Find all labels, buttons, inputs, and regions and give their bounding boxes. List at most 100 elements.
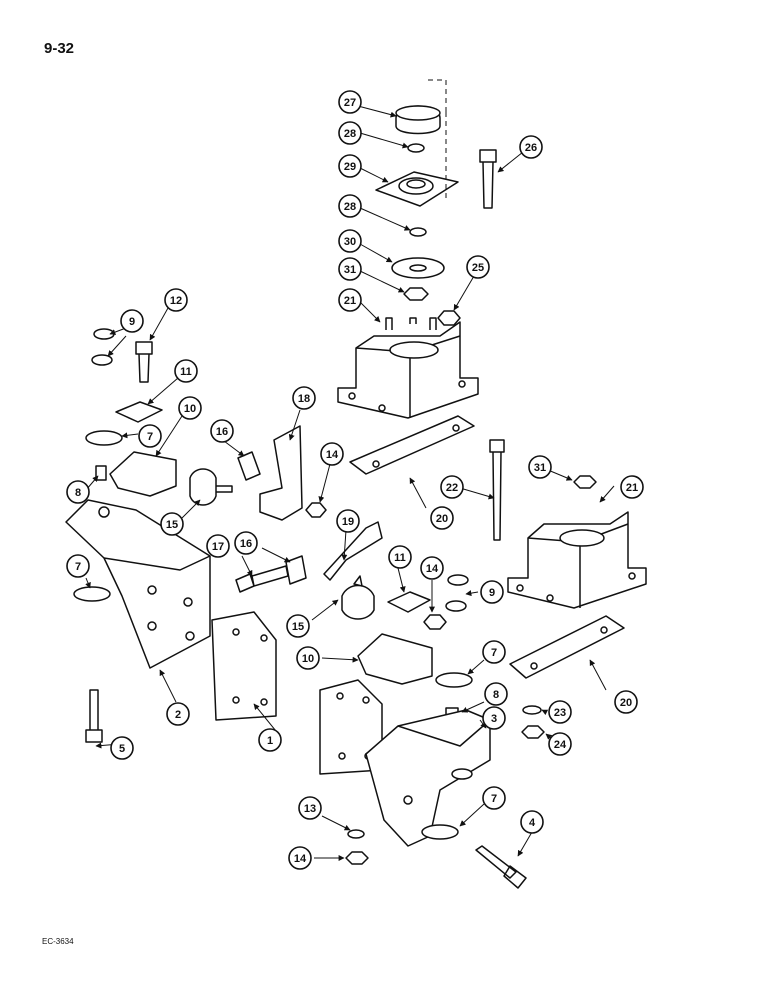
callout-circle bbox=[338, 121, 362, 145]
callout-4: 4 bbox=[520, 810, 544, 834]
callout-label: 13 bbox=[304, 803, 316, 815]
part-lockwasher bbox=[522, 705, 542, 715]
part-plate-upper bbox=[349, 415, 475, 475]
callout-label: 29 bbox=[344, 161, 356, 173]
part-washer-7b bbox=[73, 586, 111, 602]
callout-label: 15 bbox=[292, 621, 304, 633]
callout-label: 8 bbox=[75, 487, 81, 499]
part-bolt-17 bbox=[235, 565, 289, 593]
callout-7: 7 bbox=[66, 554, 90, 578]
callout-label: 14 bbox=[326, 449, 339, 461]
callout-circle bbox=[120, 309, 144, 333]
callout-3: 3 bbox=[482, 706, 506, 730]
callout-circle bbox=[484, 682, 508, 706]
callout-27: 27 bbox=[338, 90, 362, 114]
callout-label: 21 bbox=[344, 295, 356, 307]
callout-21: 21 bbox=[620, 475, 644, 499]
callout-circle bbox=[174, 359, 198, 383]
callout-label: 14 bbox=[294, 853, 307, 865]
callout-9: 9 bbox=[480, 580, 504, 604]
callout-circle bbox=[138, 424, 162, 448]
callout-circle bbox=[160, 512, 184, 536]
callout-label: 7 bbox=[147, 431, 153, 443]
part-nut-upper bbox=[403, 287, 429, 301]
callout-7: 7 bbox=[482, 640, 506, 664]
part-spacer-8a bbox=[95, 465, 107, 481]
callout-8: 8 bbox=[484, 682, 508, 706]
callout-circle bbox=[66, 554, 90, 578]
part-bolt-vertical bbox=[479, 149, 497, 209]
part-bracket-2 bbox=[65, 499, 211, 669]
callout-25: 25 bbox=[466, 255, 490, 279]
part-washer-9d bbox=[445, 600, 467, 612]
part-washer-9c bbox=[447, 574, 469, 586]
part-nut-box-lower bbox=[573, 475, 597, 489]
part-bracket-3 bbox=[365, 709, 491, 847]
callout-15: 15 bbox=[160, 512, 184, 536]
callout-label: 30 bbox=[344, 236, 356, 248]
callout-9: 9 bbox=[120, 309, 144, 333]
callout-circle bbox=[338, 194, 362, 218]
part-washer-7a bbox=[85, 430, 123, 446]
illustration-reference-code: EC-3634 bbox=[42, 937, 74, 946]
callout-circle bbox=[519, 135, 543, 159]
callout-24: 24 bbox=[548, 732, 572, 756]
callout-circle bbox=[466, 255, 490, 279]
callout-label: 17 bbox=[212, 541, 224, 553]
part-box-bracket-upper bbox=[337, 321, 479, 419]
part-nut-14b bbox=[423, 614, 447, 630]
callout-label: 14 bbox=[426, 563, 439, 575]
callout-30: 30 bbox=[338, 229, 362, 253]
part-plate-lower bbox=[509, 615, 625, 679]
part-washer-13 bbox=[347, 829, 365, 839]
callout-label: 24 bbox=[554, 739, 567, 751]
callout-circle bbox=[110, 736, 134, 760]
callout-circle bbox=[388, 545, 412, 569]
callout-circle bbox=[440, 475, 464, 499]
page-number: 9-32 bbox=[44, 40, 75, 57]
part-bracket-18 bbox=[259, 425, 303, 521]
callout-label: 18 bbox=[298, 393, 310, 405]
callout-label: 7 bbox=[491, 647, 497, 659]
callout-label: 21 bbox=[626, 482, 638, 494]
callout-16: 16 bbox=[234, 531, 258, 555]
callout-circle bbox=[66, 480, 90, 504]
callout-20: 20 bbox=[614, 690, 638, 714]
callout-29: 29 bbox=[338, 154, 362, 178]
callout-circle bbox=[548, 700, 572, 724]
callout-22: 22 bbox=[440, 475, 464, 499]
callout-label: 20 bbox=[436, 513, 448, 525]
callout-26: 26 bbox=[519, 135, 543, 159]
callout-7: 7 bbox=[482, 786, 506, 810]
part-bolt-4 bbox=[475, 845, 527, 889]
callout-circle bbox=[420, 556, 444, 580]
callout-label: 28 bbox=[344, 201, 356, 213]
callout-circle bbox=[166, 702, 190, 726]
callout-circle bbox=[178, 396, 202, 420]
callout-label: 19 bbox=[342, 516, 354, 528]
callout-circle bbox=[338, 90, 362, 114]
callout-label: 5 bbox=[119, 743, 125, 755]
part-nut-14a bbox=[305, 502, 327, 518]
part-isolator-15b bbox=[341, 575, 375, 620]
part-plate-11a bbox=[115, 401, 163, 423]
callout-14: 14 bbox=[420, 556, 444, 580]
callout-circle bbox=[528, 455, 552, 479]
callout-28: 28 bbox=[338, 194, 362, 218]
callout-label: 9 bbox=[129, 316, 135, 328]
callout-11: 11 bbox=[174, 359, 198, 383]
callout-23: 23 bbox=[548, 700, 572, 724]
callout-5: 5 bbox=[110, 736, 134, 760]
part-box-bracket-lower bbox=[507, 511, 647, 609]
callout-21: 21 bbox=[338, 288, 362, 312]
callout-label: 9 bbox=[489, 587, 495, 599]
part-washer-7c bbox=[435, 672, 473, 688]
callout-label: 7 bbox=[491, 793, 497, 805]
callout-13: 13 bbox=[298, 796, 322, 820]
callout-circle bbox=[320, 442, 344, 466]
part-washer-mid bbox=[409, 227, 427, 237]
callout-circle bbox=[482, 786, 506, 810]
callout-17: 17 bbox=[206, 534, 230, 558]
callout-label: 12 bbox=[170, 295, 182, 307]
callout-label: 22 bbox=[446, 482, 458, 494]
